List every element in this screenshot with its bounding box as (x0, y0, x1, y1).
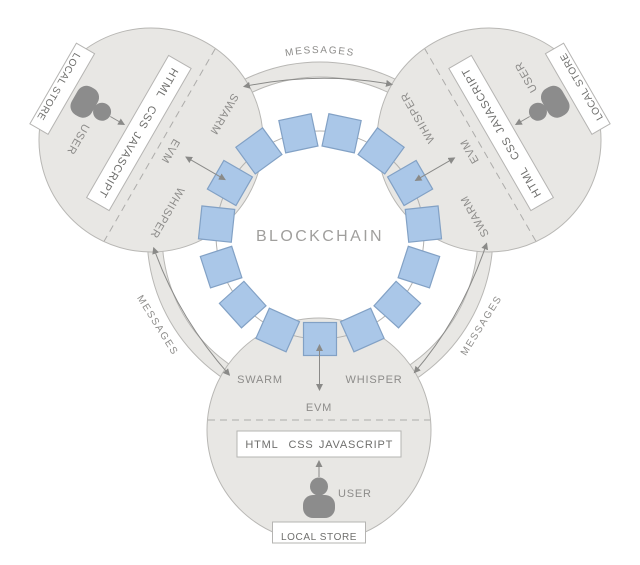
block-square (397, 245, 441, 289)
frontend-box (448, 54, 555, 212)
frontend-box (236, 430, 402, 458)
block-square (373, 280, 422, 329)
block-square (218, 280, 267, 329)
evm-chain-arrow-top-left (185, 156, 226, 181)
css-label: CSS (288, 439, 313, 451)
user-icon (70, 85, 112, 121)
evm-chain-arrows (185, 156, 456, 392)
whisper-label: WHISPER (346, 374, 403, 386)
user-to-frontend-arrow (110, 116, 126, 126)
swarm-label: SWARM (237, 374, 283, 386)
dapp-separator-line (103, 48, 216, 242)
client-node-top-right: SWARM WHISPER EVM HTML CSS JAVASCRIPT US… (376, 27, 611, 253)
block-square (278, 113, 319, 154)
local-store-box (544, 42, 611, 135)
messages-arrow-left (152, 246, 231, 376)
evm-chain-arrow-top-right (414, 157, 456, 181)
message-arrows (152, 77, 489, 376)
dapp-separator-line (424, 48, 537, 242)
block-square (255, 307, 301, 353)
client-node-bottom: SWARM WHISPER EVM HTML CSS JAVASCRIPT US… (206, 317, 432, 544)
user-to-frontend-arrow (514, 116, 530, 126)
local-store-label: LOCAL STORE (281, 532, 357, 543)
diagram-title: BLOCKCHAIN (256, 228, 384, 245)
local-store-box (272, 521, 366, 544)
block-square (339, 307, 385, 353)
client-node-top-left: SWARM WHISPER EVM HTML CSS JAVASCRIPT US… (29, 27, 264, 253)
messages-arrow-top (242, 77, 394, 89)
html-label: HTML (245, 439, 278, 451)
block-square (357, 127, 405, 175)
evm-label: EVM (306, 402, 332, 414)
user-label: USER (338, 488, 372, 500)
frontend-box (85, 54, 192, 212)
block-square (404, 205, 443, 243)
javascript-label: JAVASCRIPT (319, 439, 393, 451)
user-icon (528, 85, 570, 121)
messages-arrow-right (413, 242, 489, 374)
block-square (199, 245, 243, 289)
block-square (321, 113, 362, 154)
block-square (197, 205, 236, 243)
block-square (235, 127, 283, 175)
user-icon (303, 477, 335, 518)
local-store-box (29, 42, 96, 135)
messages-label-top: MESSAGES (284, 45, 355, 59)
